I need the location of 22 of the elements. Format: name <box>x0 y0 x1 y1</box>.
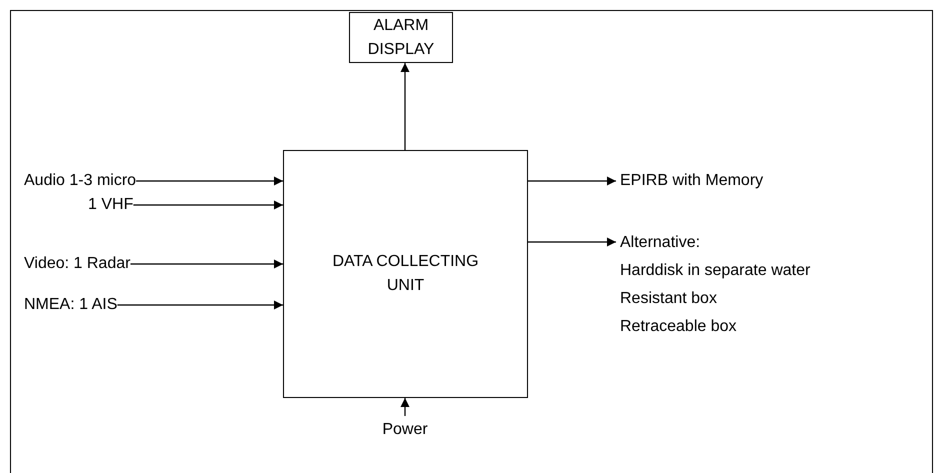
arrow <box>136 176 283 186</box>
signal-label: Audio 1-3 micro <box>24 171 136 191</box>
signal-label: EPIRB with Memory <box>620 171 764 191</box>
signal-label: Alternative: <box>620 233 702 253</box>
signal-label: 1 VHF <box>88 195 134 215</box>
arrow <box>117 300 283 310</box>
arrow <box>130 260 283 268</box>
box-label: DATA COLLECTING UNIT <box>331 252 480 296</box>
arrow <box>400 63 410 150</box>
box-label: ALARM DISPLAY <box>366 16 436 60</box>
signal-label: Resistant box <box>620 289 718 309</box>
arrow <box>528 176 616 186</box>
signal-label: NMEA: 1 AIS <box>24 295 118 315</box>
signal-label: Retraceable box <box>620 317 738 337</box>
arrow <box>133 200 283 210</box>
signal-label: Harddisk in separate water <box>620 261 812 281</box>
arrow <box>528 238 616 246</box>
signal-label: Power <box>381 420 429 440</box>
arrow <box>400 398 410 416</box>
signal-label: Video: 1 Radar <box>24 254 130 274</box>
process-box <box>349 12 453 63</box>
process-box <box>283 150 528 398</box>
